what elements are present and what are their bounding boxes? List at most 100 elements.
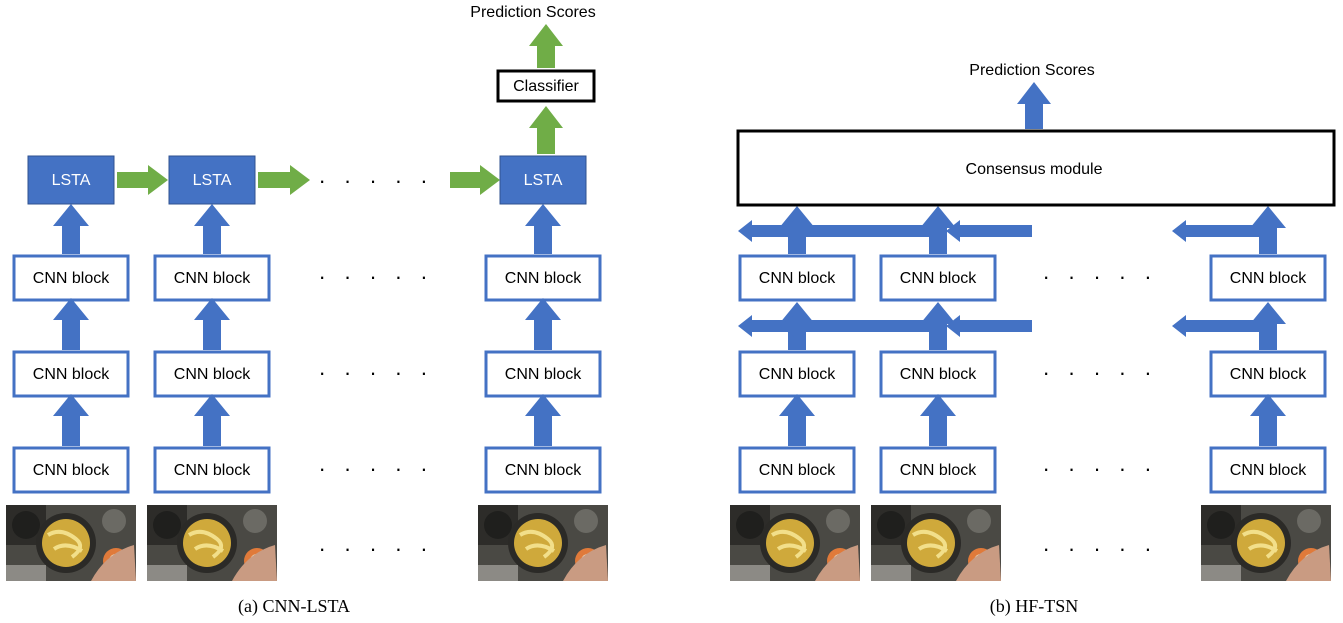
video-frame (869, 503, 1003, 583)
cnn-block-label: CNN block (505, 462, 582, 479)
up-arrow (1250, 394, 1286, 446)
cnn-block: CNN block (738, 446, 856, 494)
ellipsis: · · · · · (318, 536, 433, 561)
up-arrow (1017, 82, 1051, 129)
up-arrow (525, 394, 561, 446)
up-arrow (525, 204, 561, 254)
ellipsis: · · · · · (318, 264, 433, 289)
video-frame (4, 503, 138, 583)
fusion-arrow (1172, 220, 1272, 242)
lsta-block: LSTA (168, 155, 256, 205)
up-arrow (194, 394, 230, 446)
cnn-block-box (153, 446, 271, 494)
fusion-arrow (780, 315, 940, 337)
ellipsis: · · · · · (318, 360, 433, 385)
lsta-label: LSTA (524, 172, 563, 189)
up-arrow (779, 394, 815, 446)
fusion-arrow (780, 220, 940, 242)
cnn-block: CNN block (153, 446, 271, 494)
cnn-block-label: CNN block (33, 366, 110, 383)
cnn-block-label: CNN block (174, 366, 251, 383)
recurrent-arrow (117, 165, 168, 195)
ellipsis: · · · · · (318, 456, 433, 481)
prediction-scores-label: Prediction Scores (470, 4, 595, 21)
cnn-block-label: CNN block (900, 366, 977, 383)
classifier-block: Classifier (496, 69, 596, 103)
cnn-block-label: CNN block (505, 270, 582, 287)
video-frame (145, 503, 279, 583)
cnn-block-label: CNN block (900, 462, 977, 479)
cnn-block: CNN block (879, 350, 997, 398)
fusion-arrow (738, 315, 800, 337)
cnn-block: CNN block (153, 254, 271, 302)
cnn-block: CNN block (484, 350, 602, 398)
fusion-arrow (946, 220, 1032, 242)
cnn-block-box (879, 446, 997, 494)
cnn-block: CNN block (1209, 446, 1327, 494)
cnn-block: CNN block (153, 350, 271, 398)
cnn-block: CNN block (12, 446, 130, 494)
lsta-label: LSTA (52, 172, 91, 189)
consensus-box (736, 129, 1336, 207)
cnn-block-box (484, 350, 602, 398)
cnn-block-label: CNN block (900, 270, 977, 287)
cnn-block-box (1209, 254, 1327, 302)
cnn-block: CNN block (1209, 254, 1327, 302)
cnn-block-label: CNN block (174, 270, 251, 287)
recurrent-arrow (450, 165, 500, 195)
up-arrow-green (529, 24, 563, 68)
cnn-block: CNN block (879, 254, 997, 302)
consensus-module: Consensus module (736, 129, 1336, 207)
classifier-box (496, 69, 596, 103)
prediction-scores-label: Prediction Scores (969, 62, 1094, 79)
cnn-block-box (484, 254, 602, 302)
cnn-block-label: CNN block (505, 366, 582, 383)
cnn-block-box (12, 446, 130, 494)
up-arrow (53, 298, 89, 350)
cnn-block-label: CNN block (759, 270, 836, 287)
lsta-box (168, 155, 256, 205)
caption-hf-tsn: (b) HF-TSN (990, 596, 1079, 617)
cnn-block-box (738, 254, 856, 302)
lsta-block: LSTA (27, 155, 115, 205)
ellipsis: · · · · · (1042, 536, 1157, 561)
cnn-block: CNN block (12, 350, 130, 398)
cnn-block-label: CNN block (33, 462, 110, 479)
cnn-block-label: CNN block (759, 366, 836, 383)
up-arrow (53, 394, 89, 446)
up-arrow (525, 298, 561, 350)
cnn-block: CNN block (484, 446, 602, 494)
cnn-block-box (738, 446, 856, 494)
cnn-block: CNN block (879, 446, 997, 494)
lsta-block: LSTA (499, 155, 587, 205)
up-arrow-green (529, 106, 563, 154)
classifier-label: Classifier (513, 78, 579, 95)
cnn-block-label: CNN block (1230, 462, 1307, 479)
cnn-block-label: CNN block (759, 462, 836, 479)
video-frame (728, 503, 862, 583)
fusion-arrow (1172, 315, 1272, 337)
ellipsis: · · · · · (318, 168, 433, 193)
lsta-label: LSTA (193, 172, 232, 189)
up-arrow (194, 298, 230, 350)
up-arrow (53, 204, 89, 254)
cnn-block-box (879, 254, 997, 302)
cnn-block-box (1209, 446, 1327, 494)
fusion-arrow (738, 220, 800, 242)
cnn-block: CNN block (738, 254, 856, 302)
ellipsis: · · · · · (1042, 360, 1157, 385)
ellipsis: · · · · · (1042, 264, 1157, 289)
cnn-block: CNN block (12, 254, 130, 302)
video-frame (476, 503, 610, 583)
video-frame (1199, 503, 1333, 583)
cnn-block-label: CNN block (1230, 366, 1307, 383)
ellipsis: · · · · · (1042, 456, 1157, 481)
lsta-box (27, 155, 115, 205)
cnn-block: CNN block (484, 254, 602, 302)
up-arrow (194, 204, 230, 254)
cnn-block: CNN block (738, 350, 856, 398)
up-arrow (920, 394, 956, 446)
cnn-block-label: CNN block (33, 270, 110, 287)
